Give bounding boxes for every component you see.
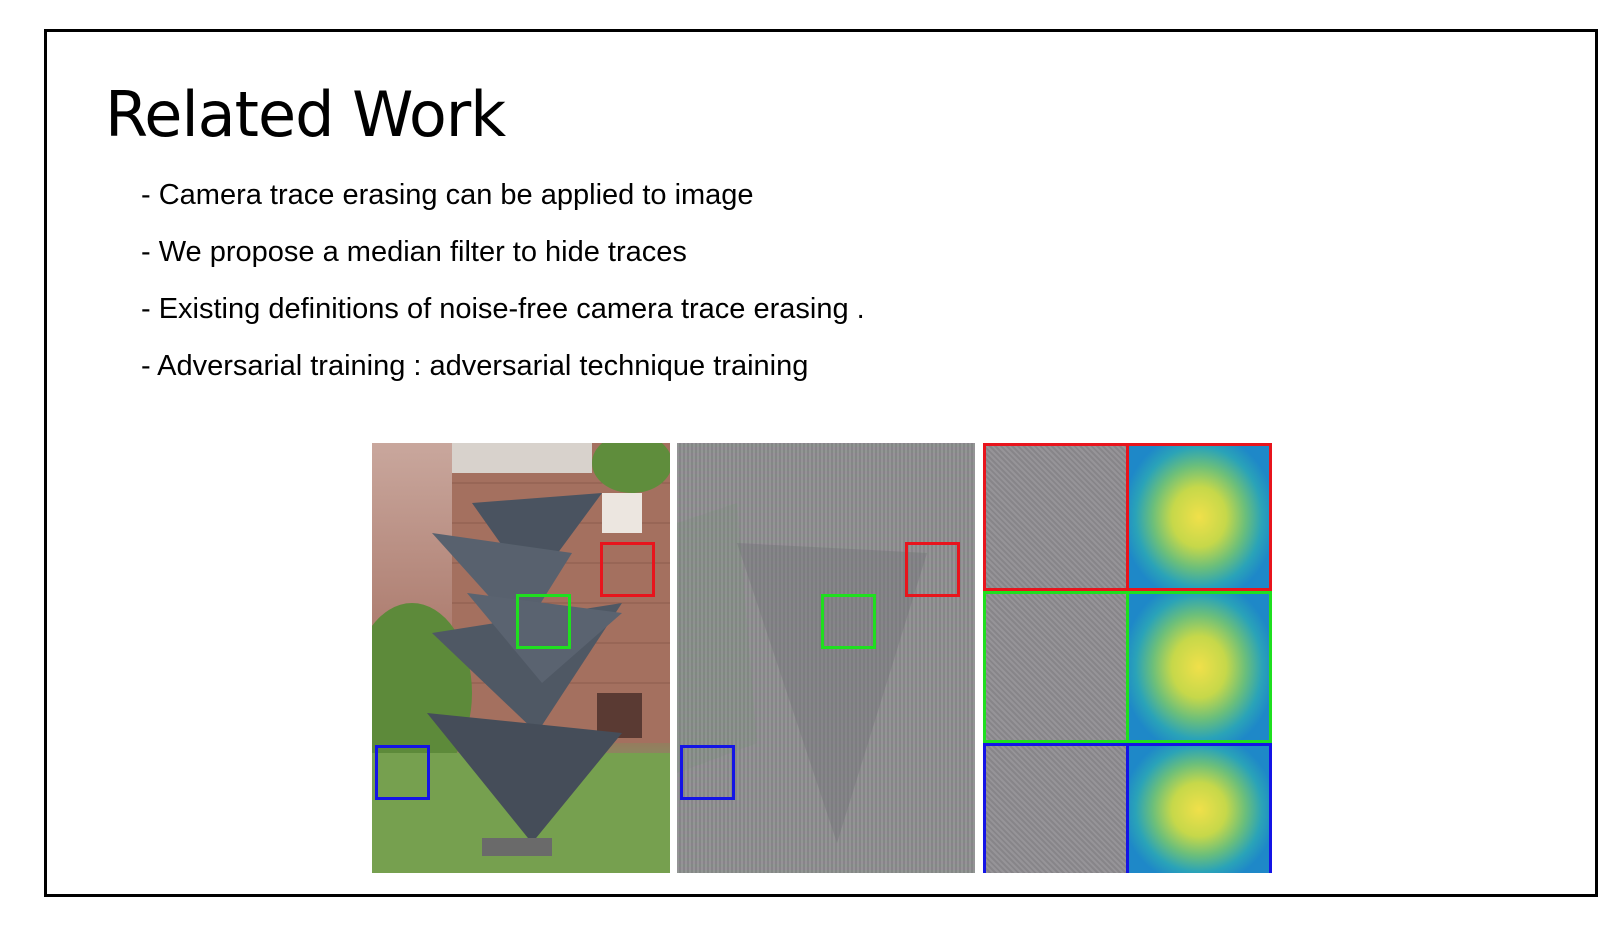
sculpture-photo [372,443,670,873]
box-blue [375,745,430,800]
box-red [600,542,655,597]
bullet-item: - We propose a median filter to hide tra… [141,236,687,268]
slide: Related Work - Camera trace erasing can … [44,29,1598,897]
patch-spectrum-grid [983,443,1272,873]
box-green [516,594,571,649]
residual-texture [677,503,927,843]
box-green [821,594,876,649]
patch-red-spectrum [1126,443,1272,591]
patch-green-spectrum [1126,591,1272,743]
bullet-item: - Adversarial training : adversarial tec… [141,350,809,382]
bullet-item: - Camera trace erasing can be applied to… [141,179,754,211]
patch-blue-spectrum [1126,743,1272,873]
sculpture-illustration [372,443,670,873]
patch-green-noise [983,591,1129,743]
box-blue [680,745,735,800]
patch-red-noise [983,443,1129,591]
box-red [905,542,960,597]
patch-blue-noise [983,743,1129,873]
slide-title: Related Work [105,78,506,151]
figure-camera-trace [372,443,1272,873]
noise-residual-image [677,443,975,873]
bullet-item: - Existing definitions of noise-free cam… [141,293,865,325]
bullet-list: - Camera trace erasing can be applied to… [141,178,865,406]
